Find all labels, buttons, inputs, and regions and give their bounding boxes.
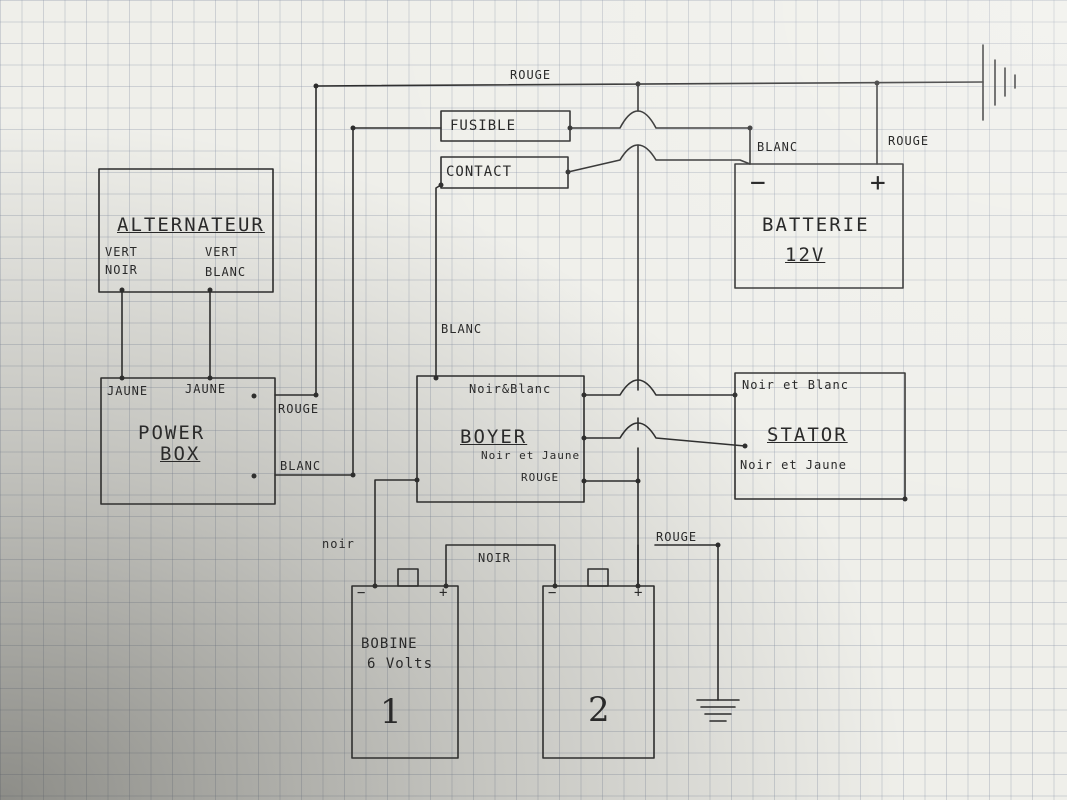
wire-label-rouge-ground: Rouge	[656, 530, 698, 544]
fusible-label: Fusible	[450, 118, 517, 134]
wire-rouge-ground	[654, 544, 719, 701]
bobine1-title-line2: 6 Volts	[367, 656, 434, 672]
wire-contact-battery	[567, 144, 751, 173]
stator-term-noir-blanc: Noir et Blanc	[742, 378, 849, 392]
bobine2-plus: +	[634, 585, 644, 601]
bobine1-cap	[397, 568, 419, 587]
wire-label-blanc-contact: Blanc	[441, 322, 483, 336]
wire-noir-blanc	[583, 379, 736, 396]
boyer-term-noir-blanc: Noir&Blanc	[469, 382, 552, 396]
bobine1-number: 1	[380, 692, 403, 732]
ground-symbol-top	[982, 44, 1016, 121]
boyer-term-noir-jaune: Noir et Jaune	[481, 449, 581, 462]
stator-title: Stator	[767, 424, 848, 446]
bobine2-number: 2	[588, 690, 611, 730]
bobine1-minus: −	[357, 585, 367, 601]
ground-symbol-bottom	[696, 699, 740, 722]
boyer-title: Boyer	[460, 426, 528, 448]
stator-term-noir-jaune: Noir et Jaune	[740, 458, 847, 472]
boyer-term-rouge: Rouge	[521, 471, 560, 484]
wire-label-noir-bridge: Noir	[478, 551, 511, 565]
bobine2-minus: −	[548, 585, 558, 601]
alternateur-term2-line1: Vert	[205, 245, 238, 259]
power-box-title-line1: Power	[138, 422, 206, 444]
bobine1-title-line1: Bobine	[361, 636, 418, 652]
alternateur-term2-line2: Blanc	[205, 265, 247, 279]
bobine1-box	[351, 585, 459, 759]
wire-label-blanc-powerbox: Blanc	[280, 459, 322, 473]
contact-label: Contact	[446, 164, 513, 180]
bobine2-cap	[587, 568, 609, 587]
wire-rouge-powerbox	[274, 85, 317, 396]
batterie-voltage: 12V	[785, 244, 826, 266]
wire-label-blanc-battery: Blanc	[757, 140, 799, 154]
bobine2-box	[542, 585, 655, 759]
wire-label-rouge-top: Rouge	[510, 68, 552, 82]
alternateur-term1-line1: Vert	[105, 245, 138, 259]
wire-blanc-contact	[435, 184, 442, 379]
wire-rouge-top	[315, 81, 984, 87]
power-box-title-line2: Box	[160, 443, 201, 465]
alternateur-term1-line2: Noir	[105, 263, 138, 277]
power-box-term2: Jaune	[185, 382, 227, 396]
bobine1-plus: +	[439, 585, 449, 601]
wire-fusible-battery	[569, 110, 751, 165]
wire-label-rouge-battery: Rouge	[888, 134, 930, 148]
wire-noir-jaune	[583, 422, 746, 447]
batterie-minus: −	[750, 168, 767, 198]
batterie-title: Batterie	[762, 214, 870, 236]
wire-noir-bobine1	[374, 479, 418, 587]
power-box-term1: Jaune	[107, 384, 149, 398]
batterie-plus: +	[870, 168, 887, 198]
wire-label-noir-bobine1: noir	[322, 537, 355, 551]
alternateur-title: Alternateur	[117, 214, 265, 236]
wire-blanc-powerbox	[274, 127, 442, 476]
wire-label-rouge-powerbox: Rouge	[278, 402, 320, 416]
